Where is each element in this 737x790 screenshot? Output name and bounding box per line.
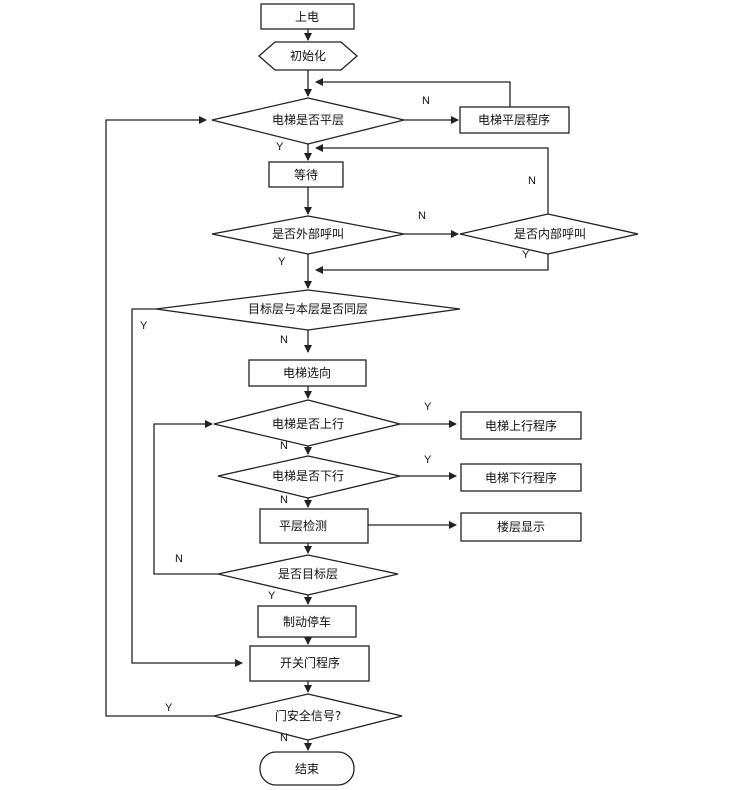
node-door-safe: 门安全信号? bbox=[213, 693, 403, 741]
arrow-leveling-return bbox=[315, 78, 511, 107]
node-end-label: 结束 bbox=[295, 762, 319, 776]
label-up-no: N bbox=[280, 440, 288, 452]
node-door-safe-label: 门安全信号? bbox=[275, 708, 341, 723]
node-external-call-label: 是否外部呼叫 bbox=[272, 226, 344, 241]
label-down-yes: Y bbox=[424, 454, 432, 466]
node-going-down-label: 电梯是否下行 bbox=[272, 469, 344, 483]
node-door-program-label: 开关门程序 bbox=[280, 655, 340, 670]
node-leveling-program-label: 电梯平层程序 bbox=[478, 112, 550, 127]
node-is-level-label: 电梯是否平层 bbox=[272, 113, 344, 127]
node-leveling-program: 电梯平层程序 bbox=[459, 106, 570, 134]
node-same-floor: 目标层与本层是否同层 bbox=[155, 289, 461, 331]
label-same-yes: Y bbox=[140, 320, 148, 332]
node-direction-select: 电梯选向 bbox=[248, 359, 367, 387]
label-target-yes: Y bbox=[268, 590, 276, 602]
arrow-internal-yes bbox=[315, 254, 549, 274]
node-going-up-label: 电梯是否上行 bbox=[272, 417, 344, 431]
label-external-yes: Y bbox=[278, 256, 286, 268]
node-external-call: 是否外部呼叫 bbox=[211, 215, 405, 255]
node-initialize: 初始化 bbox=[258, 41, 358, 71]
node-down-program-label: 电梯下行程序 bbox=[485, 470, 557, 485]
node-same-floor-label: 目标层与本层是否同层 bbox=[248, 302, 368, 316]
label-internal-yes: Y bbox=[522, 249, 530, 261]
node-power-on: 上电 bbox=[260, 3, 355, 30]
label-down-no: N bbox=[280, 494, 288, 506]
label-target-no: N bbox=[175, 553, 183, 565]
arrow-target-no bbox=[153, 420, 218, 575]
node-level-detect: 平层检测 bbox=[259, 508, 369, 544]
node-target-floor: 是否目标层 bbox=[217, 554, 399, 596]
node-floor-display: 楼层显示 bbox=[460, 512, 582, 542]
node-is-level: 电梯是否平层 bbox=[211, 97, 405, 145]
arrow-same-yes bbox=[131, 308, 243, 667]
branch-labels: N Y N N Y Y Y N Y N Y N N Y Y N bbox=[140, 95, 536, 744]
node-down-program: 电梯下行程序 bbox=[460, 463, 582, 492]
node-up-program: 电梯上行程序 bbox=[460, 411, 582, 440]
node-brake-stop-label: 制动停车 bbox=[283, 614, 331, 629]
node-going-down: 电梯是否下行 bbox=[217, 455, 401, 499]
arrow-internal-no-return bbox=[315, 144, 549, 214]
node-internal-call: 是否内部呼叫 bbox=[459, 213, 639, 255]
node-wait: 等待 bbox=[268, 161, 344, 188]
node-up-program-label: 电梯上行程序 bbox=[485, 418, 557, 433]
arrow-safe-yes bbox=[105, 116, 214, 717]
label-level-no: N bbox=[422, 95, 430, 107]
node-direction-select-label: 电梯选向 bbox=[283, 365, 331, 380]
node-level-detect-label: 平层检测 bbox=[279, 518, 327, 533]
label-safe-no: N bbox=[280, 732, 288, 744]
node-floor-display-label: 楼层显示 bbox=[497, 519, 545, 534]
label-safe-yes: Y bbox=[165, 702, 173, 714]
node-initialize-label: 初始化 bbox=[290, 49, 326, 63]
node-brake-stop: 制动停车 bbox=[257, 605, 357, 638]
node-door-program: 开关门程序 bbox=[249, 645, 370, 682]
label-same-no: N bbox=[280, 334, 288, 346]
connectors bbox=[105, 29, 549, 751]
node-end: 结束 bbox=[259, 751, 355, 786]
node-power-on-label: 上电 bbox=[295, 10, 319, 24]
label-level-yes: Y bbox=[276, 141, 284, 153]
node-going-up: 电梯是否上行 bbox=[213, 399, 401, 447]
node-internal-call-label: 是否内部呼叫 bbox=[514, 226, 586, 241]
label-external-no: N bbox=[418, 210, 426, 222]
node-target-floor-label: 是否目标层 bbox=[278, 567, 338, 581]
label-internal-no: N bbox=[528, 175, 536, 187]
label-up-yes: Y bbox=[424, 401, 432, 413]
node-wait-label: 等待 bbox=[294, 168, 318, 182]
